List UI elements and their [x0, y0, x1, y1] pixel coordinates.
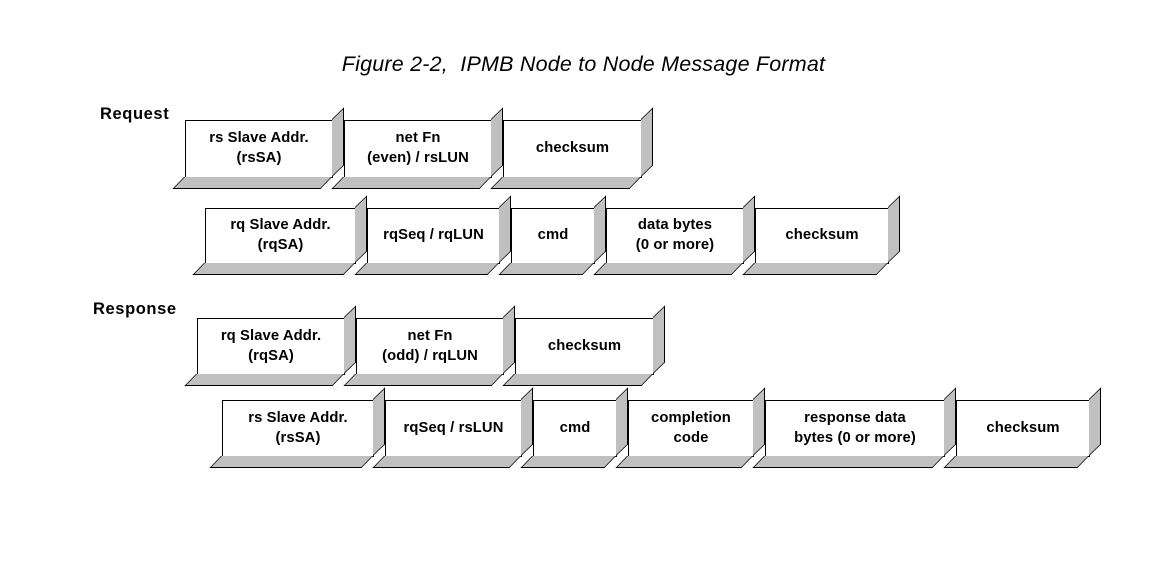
msg-field-label: cmd — [537, 227, 569, 244]
msg-field-label: checksum — [785, 227, 859, 244]
msg-field-data-bytes: data bytes (0 or more) — [606, 208, 744, 264]
msg-field-cmd: cmd — [511, 208, 595, 264]
msg-field-label: cmd — [559, 419, 591, 436]
msg-field-label: rqSeq / rqLUN — [383, 227, 484, 244]
msg-field-label: rq Slave Addr. (rqSA) — [220, 327, 322, 364]
section-label-response: Response — [93, 300, 177, 318]
msg-field-rq-slave-addr: rq Slave Addr. (rqSA) — [197, 318, 345, 375]
figure-title: Figure 2-2, IPMB Node to Node Message Fo… — [341, 52, 826, 76]
msg-field-checksum: checksum — [515, 318, 654, 375]
msg-field-label: net Fn (odd) / rqLUN — [382, 327, 478, 364]
msg-field-label: net Fn (even) / rsLUN — [367, 130, 469, 166]
msg-field-completion-code: completion code — [628, 400, 754, 457]
msg-field-label: data bytes (0 or more) — [635, 217, 715, 253]
msg-field-label: checksum — [547, 337, 622, 354]
msg-field-net-fn-rqlun: net Fn (odd) / rqLUN — [356, 318, 504, 375]
msg-field-rs-slave-addr: rs Slave Addr. (rsSA) — [185, 120, 333, 178]
msg-field-label: response data bytes (0 or more) — [794, 409, 916, 446]
msg-field-rqseq-rqlun: rqSeq / rqLUN — [367, 208, 500, 264]
msg-field-checksum: checksum — [503, 120, 642, 178]
msg-field-checksum: checksum — [755, 208, 889, 264]
msg-field-net-fn-rslun: net Fn (even) / rsLUN — [344, 120, 492, 178]
msg-field-label: completion code — [651, 409, 731, 446]
section-label-request: Request — [100, 105, 170, 123]
msg-field-label: rqSeq / rsLUN — [403, 419, 504, 436]
response-header-row: rq Slave Addr. (rqSA) net Fn (odd) / rqLU… — [197, 318, 654, 375]
msg-field-label: checksum — [535, 140, 610, 157]
request-body-row: rq Slave Addr. (rqSA) rqSeq / rqLUN cmd dat… — [205, 208, 889, 264]
msg-field-checksum: checksum — [956, 400, 1090, 457]
msg-field-label: rs Slave Addr. (rsSA) — [248, 409, 348, 446]
msg-field-rq-slave-addr: rq Slave Addr. (rqSA) — [205, 208, 356, 264]
msg-field-rqseq-rslun: rqSeq / rsLUN — [385, 400, 522, 457]
msg-field-rs-slave-addr: rs Slave Addr. (rsSA) — [222, 400, 374, 457]
msg-field-response-data-bytes: response data bytes (0 or more) — [765, 400, 945, 457]
msg-field-label: rs Slave Addr. (rsSA) — [209, 130, 309, 166]
msg-field-label: rq Slave Addr. (rqSA) — [230, 217, 331, 253]
msg-field-cmd: cmd — [533, 400, 617, 457]
request-header-row: rs Slave Addr. (rsSA) net Fn (even) / rsL… — [185, 120, 642, 178]
msg-field-label: checksum — [986, 419, 1060, 436]
response-body-row: rs Slave Addr. (rsSA) rqSeq / rsLUN cmd com… — [222, 400, 1090, 457]
